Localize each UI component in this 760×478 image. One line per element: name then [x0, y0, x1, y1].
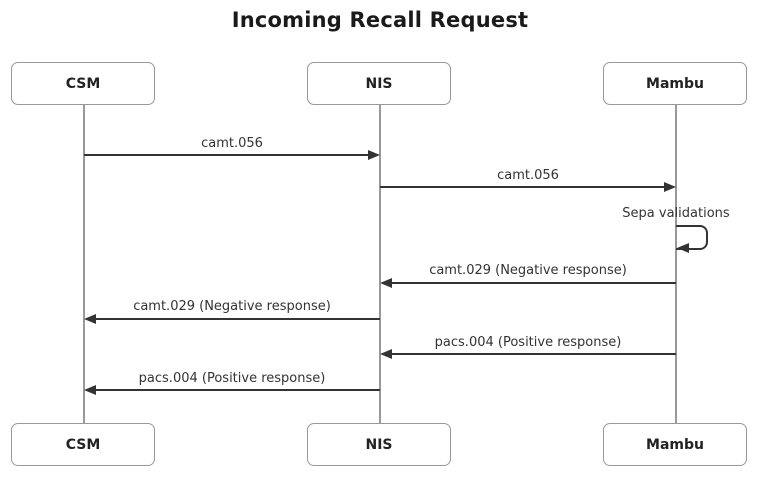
arrowhead-right-icon [664, 182, 676, 192]
message-label-6: pacs.004 (Positive response) [434, 335, 622, 350]
diagram-title: Incoming Recall Request [231, 8, 529, 32]
message-label-5: camt.029 (Negative response) [133, 299, 331, 314]
actor-label-csm-bottom: CSM [65, 436, 101, 453]
message-line-5 [94, 318, 380, 320]
arrowhead-left-icon [84, 385, 96, 395]
self-loop-shape [676, 225, 708, 250]
message-line-7 [94, 389, 380, 391]
message-line-4 [390, 282, 676, 284]
message-line-1 [84, 154, 370, 156]
arrowhead-right-icon [368, 150, 380, 160]
arrowhead-left-icon [380, 278, 392, 288]
message-line-2 [380, 186, 666, 188]
actor-box-mambu-bottom: Mambu [603, 423, 747, 466]
lifeline-nis [379, 105, 381, 425]
message-label-1: camt.056 [201, 136, 263, 151]
message-label-4: camt.029 (Negative response) [429, 263, 627, 278]
message-line-6 [390, 353, 676, 355]
actor-label-csm-top: CSM [65, 75, 101, 92]
lifeline-mambu [675, 105, 677, 425]
arrowhead-left-icon [677, 243, 689, 253]
lifeline-csm [83, 105, 85, 425]
arrowhead-left-icon [380, 349, 392, 359]
arrowhead-left-icon [84, 314, 96, 324]
actor-label-nis-bottom: NIS [365, 436, 393, 453]
message-label-3: Sepa validations [622, 206, 730, 221]
actor-box-csm-bottom: CSM [11, 423, 155, 466]
actor-box-nis-bottom: NIS [307, 423, 451, 466]
message-label-7: pacs.004 (Positive response) [138, 371, 326, 386]
actor-box-mambu-top: Mambu [603, 62, 747, 105]
message-label-2: camt.056 [497, 168, 559, 183]
actor-box-csm-top: CSM [11, 62, 155, 105]
actor-box-nis-top: NIS [307, 62, 451, 105]
actor-label-mambu-top: Mambu [646, 75, 704, 92]
actor-label-mambu-bottom: Mambu [646, 436, 704, 453]
actor-label-nis-top: NIS [365, 75, 393, 92]
